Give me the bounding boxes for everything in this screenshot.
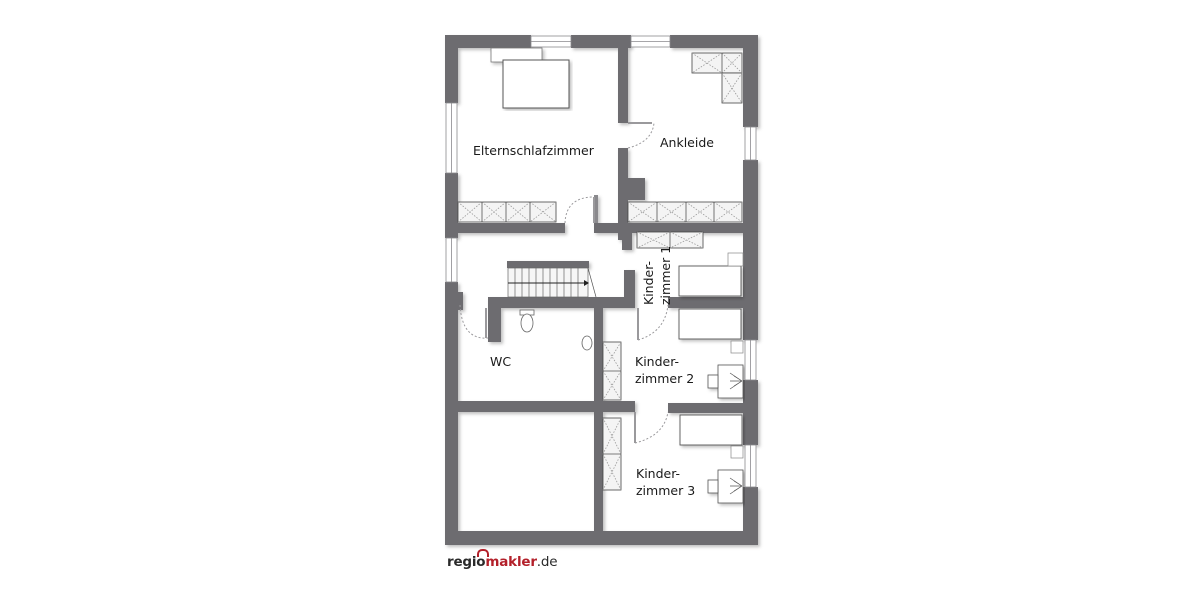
staircase xyxy=(507,267,597,298)
desk-lamps xyxy=(729,372,743,495)
walls xyxy=(445,35,758,545)
bed-tables xyxy=(727,252,744,459)
logo-part-regio: regio xyxy=(447,554,486,570)
room-label-elternschlafzimmer: Elternschlafzimmer xyxy=(473,143,594,158)
toilet-and-sink xyxy=(519,309,593,351)
room-label-kinderzimmer-2-line1: Kinder- xyxy=(635,354,680,369)
single-beds xyxy=(678,265,743,446)
room-label-kinderzimmer-1: Kinder- zimmer 1 xyxy=(640,246,674,305)
wardrobes xyxy=(457,52,743,491)
door-leaves xyxy=(485,122,652,443)
room-label-ankleide: Ankleide xyxy=(660,135,714,150)
double-bed xyxy=(490,47,570,109)
windows xyxy=(445,35,757,488)
room-label-wc: WC xyxy=(490,354,512,369)
brand-logo: regiomakler.de xyxy=(447,554,558,570)
logo-part-domain: .de xyxy=(536,554,558,570)
room-label-kinderzimmer-1-line1: Kinder- xyxy=(641,260,656,305)
logo-arc-icon xyxy=(477,549,489,557)
room-label-kinderzimmer-3-line2: zimmer 3 xyxy=(636,483,696,498)
room-label-kinderzimmer-2-line2: zimmer 2 xyxy=(635,371,695,386)
desks xyxy=(707,364,744,504)
room-label-kinderzimmer-1-line2: zimmer 1 xyxy=(658,245,673,305)
doors xyxy=(459,122,669,444)
room-label-kinderzimmer-3-line1: Kinder- xyxy=(636,466,681,481)
logo-part-makler: makler xyxy=(485,554,537,570)
